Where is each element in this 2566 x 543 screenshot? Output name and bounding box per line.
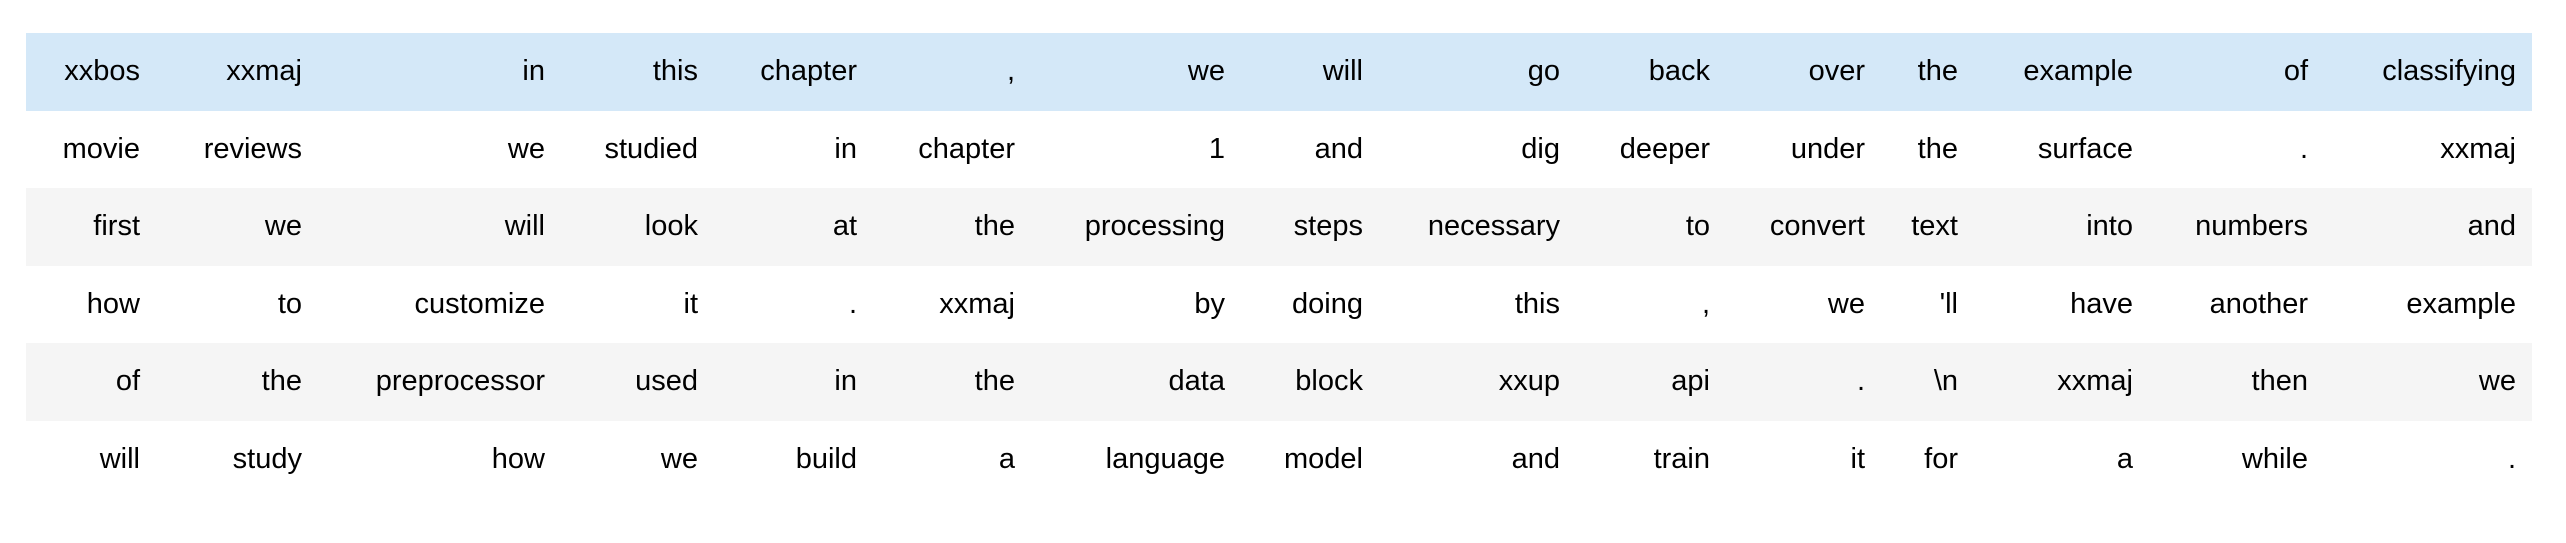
token-cell: model bbox=[1241, 420, 1379, 498]
token-cell: block bbox=[1241, 343, 1379, 421]
token-cell: numbers bbox=[2149, 188, 2324, 266]
token-cell: it bbox=[561, 265, 714, 343]
token-cell: convert bbox=[1726, 188, 1881, 266]
token-cell: classifying bbox=[2324, 33, 2532, 111]
token-cell: data bbox=[1031, 343, 1241, 421]
token-cell: how bbox=[26, 265, 156, 343]
token-cell: language bbox=[1031, 420, 1241, 498]
token-cell: xxmaj bbox=[1974, 343, 2149, 421]
token-cell: text bbox=[1881, 188, 1974, 266]
token-cell: xxmaj bbox=[156, 33, 318, 111]
token-cell: and bbox=[2324, 188, 2532, 266]
token-cell: while bbox=[2149, 420, 2324, 498]
token-cell: surface bbox=[1974, 110, 2149, 188]
token-cell: xxup bbox=[1379, 343, 1576, 421]
token-cell: we bbox=[2324, 343, 2532, 421]
token-cell: then bbox=[2149, 343, 2324, 421]
token-cell: of bbox=[26, 343, 156, 421]
token-cell: over bbox=[1726, 33, 1881, 111]
token-cell: xxmaj bbox=[2324, 110, 2532, 188]
token-cell: \n bbox=[1881, 343, 1974, 421]
token-cell: , bbox=[873, 33, 1031, 111]
token-cell: will bbox=[1241, 33, 1379, 111]
token-cell: to bbox=[1576, 188, 1726, 266]
token-cell: we bbox=[1726, 265, 1881, 343]
token-cell: and bbox=[1241, 110, 1379, 188]
token-cell: studied bbox=[561, 110, 714, 188]
token-cell: 'll bbox=[1881, 265, 1974, 343]
token-cell: have bbox=[1974, 265, 2149, 343]
token-cell: train bbox=[1576, 420, 1726, 498]
token-cell: we bbox=[318, 110, 561, 188]
token-cell: and bbox=[1379, 420, 1576, 498]
token-cell: a bbox=[873, 420, 1031, 498]
token-cell: movie bbox=[26, 110, 156, 188]
token-cell: how bbox=[318, 420, 561, 498]
token-cell: xxmaj bbox=[873, 265, 1031, 343]
token-cell: . bbox=[2149, 110, 2324, 188]
token-cell: of bbox=[2149, 33, 2324, 111]
token-cell: to bbox=[156, 265, 318, 343]
token-cell: we bbox=[1031, 33, 1241, 111]
token-cell: 1 bbox=[1031, 110, 1241, 188]
token-cell: by bbox=[1031, 265, 1241, 343]
token-cell: chapter bbox=[714, 33, 873, 111]
token-cell: will bbox=[318, 188, 561, 266]
token-cell: in bbox=[714, 110, 873, 188]
token-cell: back bbox=[1576, 33, 1726, 111]
token-cell: will bbox=[26, 420, 156, 498]
token-cell: chapter bbox=[873, 110, 1031, 188]
token-cell: xxbos bbox=[26, 33, 156, 111]
token-cell: the bbox=[1881, 33, 1974, 111]
token-cell: under bbox=[1726, 110, 1881, 188]
token-cell: go bbox=[1379, 33, 1576, 111]
token-cell: we bbox=[561, 420, 714, 498]
token-cell: the bbox=[156, 343, 318, 421]
token-cell: steps bbox=[1241, 188, 1379, 266]
token-cell: into bbox=[1974, 188, 2149, 266]
token-cell: it bbox=[1726, 420, 1881, 498]
token-cell: deeper bbox=[1576, 110, 1726, 188]
token-cell: this bbox=[1379, 265, 1576, 343]
token-cell: . bbox=[714, 265, 873, 343]
token-cell: we bbox=[156, 188, 318, 266]
token-cell: another bbox=[2149, 265, 2324, 343]
token-cell: . bbox=[1726, 343, 1881, 421]
token-cell: the bbox=[873, 188, 1031, 266]
token-cell: at bbox=[714, 188, 873, 266]
token-cell: preprocessor bbox=[318, 343, 561, 421]
token-cell: used bbox=[561, 343, 714, 421]
token-cell: build bbox=[714, 420, 873, 498]
token-cell: this bbox=[561, 33, 714, 111]
token-cell: , bbox=[1576, 265, 1726, 343]
token-cell: doing bbox=[1241, 265, 1379, 343]
token-cell: . bbox=[2324, 420, 2532, 498]
token-cell: customize bbox=[318, 265, 561, 343]
token-cell: api bbox=[1576, 343, 1726, 421]
token-cell: first bbox=[26, 188, 156, 266]
token-cell: for bbox=[1881, 420, 1974, 498]
token-cell: dig bbox=[1379, 110, 1576, 188]
token-cell: in bbox=[714, 343, 873, 421]
token-cell: a bbox=[1974, 420, 2149, 498]
token-cell: processing bbox=[1031, 188, 1241, 266]
token-cell: look bbox=[561, 188, 714, 266]
token-cell: reviews bbox=[156, 110, 318, 188]
token-cell: study bbox=[156, 420, 318, 498]
token-cell: the bbox=[873, 343, 1031, 421]
token-cell: example bbox=[1974, 33, 2149, 111]
token-cell: necessary bbox=[1379, 188, 1576, 266]
token-cell: example bbox=[2324, 265, 2532, 343]
token-cell: in bbox=[318, 33, 561, 111]
token-cell: the bbox=[1881, 110, 1974, 188]
